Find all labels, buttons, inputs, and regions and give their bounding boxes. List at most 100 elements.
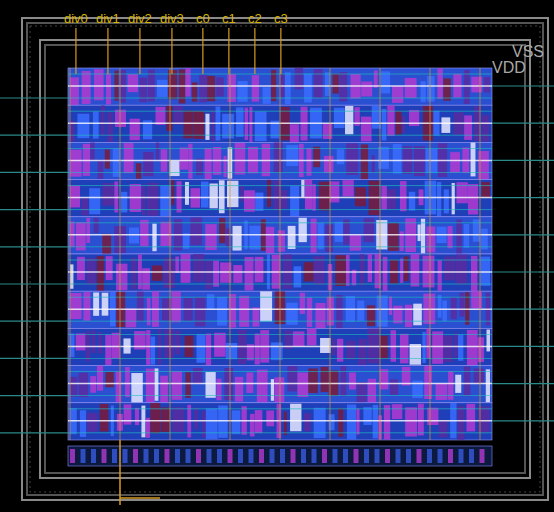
device-shape bbox=[354, 449, 359, 463]
device-shape bbox=[249, 226, 260, 250]
device-shape bbox=[105, 150, 110, 169]
metal-trunk bbox=[280, 68, 281, 440]
device-shape bbox=[287, 366, 297, 391]
device-shape bbox=[232, 410, 241, 434]
device-shape bbox=[458, 335, 463, 361]
device-shape bbox=[116, 264, 127, 290]
device-shape bbox=[424, 366, 432, 399]
device-shape bbox=[195, 297, 205, 326]
device-shape bbox=[156, 143, 159, 161]
device-shape bbox=[347, 341, 356, 360]
device-shape bbox=[163, 258, 175, 288]
device-shape bbox=[392, 404, 402, 419]
device-shape bbox=[136, 163, 141, 179]
device-shape bbox=[389, 296, 392, 315]
device-shape bbox=[194, 111, 204, 139]
device-shape bbox=[166, 106, 172, 131]
device-shape bbox=[70, 77, 79, 105]
device-shape bbox=[101, 105, 105, 135]
device-shape bbox=[131, 373, 142, 403]
device-shape bbox=[325, 224, 333, 251]
device-shape bbox=[244, 190, 255, 211]
device-shape bbox=[383, 257, 388, 291]
device-shape bbox=[205, 148, 212, 179]
device-shape bbox=[124, 404, 132, 424]
pin-wire bbox=[228, 28, 229, 74]
device-shape bbox=[205, 260, 212, 289]
io-wire bbox=[492, 420, 554, 421]
device-shape bbox=[301, 180, 304, 197]
device-shape bbox=[185, 372, 190, 398]
device-shape bbox=[239, 296, 249, 327]
device-shape bbox=[133, 449, 138, 463]
device-shape bbox=[154, 449, 159, 463]
device-shape bbox=[233, 265, 242, 283]
device-shape bbox=[290, 404, 301, 432]
device-shape bbox=[217, 449, 222, 463]
device-shape bbox=[437, 182, 441, 216]
device-shape bbox=[324, 156, 334, 173]
device-shape bbox=[311, 219, 317, 253]
io-wire bbox=[492, 234, 554, 235]
device-shape bbox=[214, 333, 226, 357]
device-shape bbox=[405, 305, 412, 327]
device-shape bbox=[393, 306, 402, 324]
device-shape bbox=[372, 155, 375, 172]
device-shape bbox=[76, 222, 86, 250]
metal-trunk bbox=[380, 68, 381, 440]
device-shape bbox=[245, 257, 254, 291]
device-shape bbox=[343, 449, 348, 463]
device-shape bbox=[131, 258, 137, 289]
device-shape bbox=[439, 420, 447, 437]
device-shape bbox=[257, 370, 268, 403]
metal-trunk bbox=[430, 68, 431, 440]
device-shape bbox=[91, 449, 96, 463]
device-shape bbox=[364, 218, 374, 242]
device-shape bbox=[400, 334, 409, 364]
pin-label: div2 bbox=[128, 12, 152, 25]
device-shape bbox=[202, 411, 206, 438]
device-shape bbox=[290, 186, 299, 216]
device-shape bbox=[345, 106, 353, 134]
device-shape bbox=[467, 330, 478, 365]
device-shape bbox=[102, 293, 109, 316]
io-wire bbox=[0, 321, 68, 322]
device-shape bbox=[93, 112, 99, 139]
net-label: VDD bbox=[492, 60, 526, 76]
io-wire bbox=[0, 283, 68, 284]
device-shape bbox=[255, 410, 263, 433]
device-shape bbox=[457, 406, 464, 439]
device-shape bbox=[315, 303, 325, 328]
device-shape bbox=[164, 329, 173, 357]
device-shape bbox=[90, 143, 94, 161]
device-shape bbox=[82, 71, 91, 104]
net-label: VSS bbox=[512, 44, 544, 60]
device-shape bbox=[90, 376, 96, 393]
device-shape bbox=[312, 449, 317, 463]
device-shape bbox=[368, 254, 372, 282]
device-shape bbox=[413, 304, 422, 326]
device-shape bbox=[330, 181, 340, 202]
device-shape bbox=[181, 254, 191, 283]
device-shape bbox=[107, 112, 113, 142]
device-shape bbox=[93, 292, 99, 315]
device-shape bbox=[205, 114, 209, 140]
device-shape bbox=[361, 144, 368, 179]
device-shape bbox=[356, 382, 366, 402]
device-shape bbox=[396, 449, 401, 463]
device-shape bbox=[152, 265, 162, 280]
device-shape bbox=[368, 379, 376, 403]
device-shape bbox=[438, 260, 442, 291]
device-shape bbox=[288, 226, 296, 249]
device-shape bbox=[135, 408, 139, 425]
device-shape bbox=[126, 309, 137, 328]
device-shape bbox=[102, 234, 111, 254]
device-shape bbox=[91, 330, 95, 353]
pin-wire bbox=[139, 28, 140, 74]
device-shape bbox=[456, 220, 462, 254]
device-shape bbox=[308, 368, 317, 393]
device-shape bbox=[321, 367, 329, 392]
device-shape bbox=[193, 368, 203, 384]
metal-trunk bbox=[120, 68, 121, 440]
